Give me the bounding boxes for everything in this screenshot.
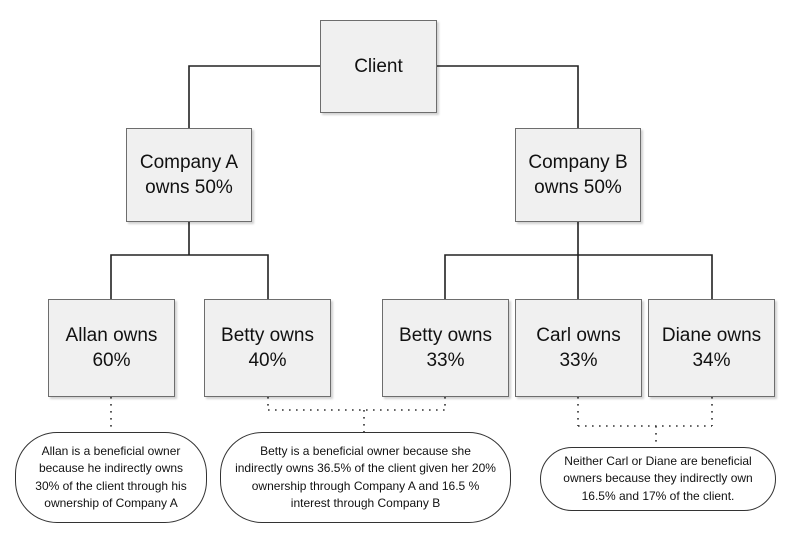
node-diane-line-2: 34% (692, 350, 731, 371)
node-betty-b-line-2: 33% (426, 350, 465, 371)
note-carl-diane: Neither Carl or Diane are beneficial own… (540, 447, 776, 511)
node-company-a-line-2: owns 50% (145, 177, 233, 198)
note-allan-line-3: 30% of the client through his (35, 478, 187, 493)
note-betty-line-2: indirectly owns 36.5% of the client give… (235, 461, 496, 476)
note-allan-line-4: ownership of Company A (44, 495, 178, 510)
note-carl-diane-line-1: Neither Carl or Diane are beneficial (564, 454, 752, 469)
note-betty-line-3: ownership through Company A and 16.5 % (251, 478, 480, 493)
note-betty-line-1: Betty is a beneficial owner because she (260, 444, 471, 459)
node-diane: Diane owns 34% (648, 299, 775, 397)
node-allan: Allan owns 60% (48, 299, 175, 397)
node-carl-line-1: Carl owns (536, 324, 621, 346)
node-betty-a-line-2: 40% (248, 350, 287, 371)
node-client: Client (320, 20, 437, 113)
node-carl-line-2: 33% (559, 350, 598, 371)
note-betty: Betty is a beneficial owner because she … (220, 432, 511, 523)
note-carl-diane-line-2: owners because they indirectly own (563, 471, 753, 486)
note-betty-line-4: interest through Company B (290, 495, 441, 510)
connector-client-company-a (188, 65, 320, 128)
node-company-a: Company A owns 50% (126, 128, 252, 222)
node-betty-a-line-1: Betty owns (221, 324, 314, 346)
node-allan-line-2: 60% (92, 350, 131, 371)
node-allan-line-1: Allan owns (65, 324, 158, 346)
node-company-b: Company B owns 50% (515, 128, 641, 222)
node-betty-company-a: Betty owns 40% (204, 299, 331, 397)
node-betty-company-b: Betty owns 33% (382, 299, 509, 397)
node-company-a-line-1: Company A (139, 151, 239, 173)
node-carl: Carl owns 33% (515, 299, 642, 397)
connector-client-company-b (437, 65, 579, 128)
node-betty-b-line-1: Betty owns (399, 324, 492, 346)
node-company-b-line-2: owns 50% (534, 177, 622, 198)
node-diane-line-1: Diane owns (661, 324, 762, 346)
note-allan-line-1: Allan is a beneficial owner (41, 444, 181, 459)
node-client-label: Client (354, 55, 403, 77)
note-allan: Allan is a beneficial owner because he i… (15, 432, 207, 523)
connector-company-a-bus (110, 254, 269, 299)
node-company-b-line-1: Company B (528, 151, 628, 173)
note-allan-line-2: because he indirectly owns (38, 461, 184, 476)
note-carl-diane-line-3: 16.5% and 17% of the client. (581, 488, 735, 503)
